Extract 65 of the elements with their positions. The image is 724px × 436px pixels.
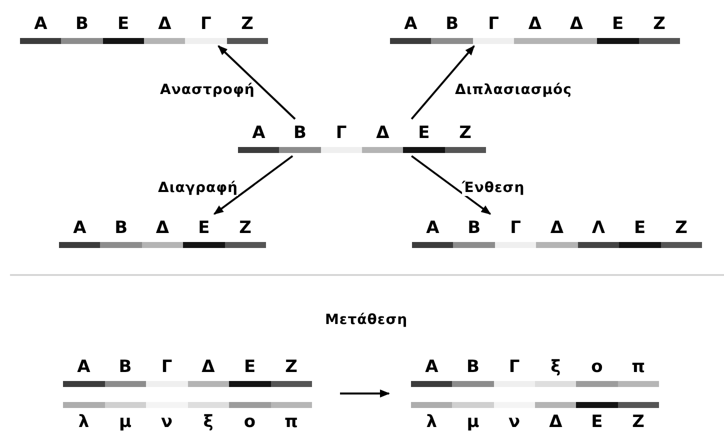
gene-letter: Ε — [417, 122, 431, 145]
gene-letter: Γ — [160, 356, 174, 379]
gene-letter: Δ — [568, 13, 584, 36]
gene-letter: ο — [590, 356, 604, 379]
gene-letter: Α — [76, 356, 92, 379]
gene-letter: Γ — [508, 356, 521, 379]
gene-letter: Γ — [200, 13, 212, 36]
gene-letter: Δ — [527, 13, 543, 36]
gene-letter: Α — [33, 13, 48, 36]
arrow — [340, 390, 390, 398]
gene-letter: Ζ — [652, 13, 666, 36]
gene-letter: Α — [72, 217, 88, 240]
arrow — [218, 45, 296, 120]
gene-letter: Δ — [157, 13, 172, 36]
gene-letter: Δ — [154, 217, 170, 240]
gene-letter: Α — [251, 122, 266, 145]
gene-letter: Β — [118, 356, 133, 379]
gene-letter: Ε — [590, 411, 604, 434]
gene-letter: Α — [403, 13, 418, 36]
edge-label: Διπλασιασμός — [455, 82, 572, 98]
gene-letter: Δ — [200, 356, 216, 379]
edge-label: Ένθεση — [462, 180, 525, 196]
gene-letter: Β — [466, 356, 480, 379]
arrow — [411, 155, 492, 215]
gene-letter: Γ — [487, 13, 500, 36]
gene-letter: Δ — [548, 411, 564, 434]
gene-letter: Γ — [334, 122, 348, 145]
gene-letter: Ζ — [238, 217, 252, 240]
gene-letter: ν — [160, 411, 174, 434]
gene-letter: Β — [466, 217, 482, 240]
gene-letter: Β — [114, 217, 129, 240]
gene-letter: λ — [77, 411, 90, 434]
gene-letter: Β — [444, 13, 460, 36]
gene-letter: Ε — [611, 13, 625, 36]
gene-letter: π — [630, 356, 646, 379]
gene-letter: ξ — [550, 356, 562, 379]
gene-letter: ν — [508, 411, 522, 434]
gene-letter: Α — [425, 217, 440, 240]
gene-letter: Ε — [633, 217, 647, 240]
gene-letter: Ζ — [674, 217, 688, 240]
gene-letter: μ — [466, 411, 480, 434]
gene-letter: Ζ — [458, 122, 472, 145]
gene-letter: Ζ — [631, 411, 646, 434]
gene-letter: Ζ — [240, 13, 254, 36]
gene-letter: Β — [74, 13, 90, 36]
gene-letter: Δ — [549, 217, 565, 240]
gene-letter: μ — [118, 411, 132, 434]
gene-letter: Α — [424, 356, 440, 379]
gene-letter: λ — [425, 411, 438, 434]
gene-letter: ο — [242, 411, 257, 434]
section-heading: Μετάθεση — [325, 312, 408, 328]
arrow — [213, 155, 294, 215]
gene-letter: Δ — [375, 122, 390, 145]
gene-letter: Ε — [197, 217, 211, 240]
edge-label: Αναστροφή — [160, 82, 255, 98]
gene-letter: Ζ — [284, 356, 298, 379]
gene-letter: Β — [292, 122, 308, 145]
arrow — [410, 45, 475, 120]
gene-letter: Ε — [116, 13, 130, 36]
gene-letter: Γ — [509, 217, 522, 240]
edge-label: Διαγραφή — [158, 180, 238, 196]
gene-letter: Λ — [590, 217, 606, 240]
gene-letter: ξ — [202, 411, 214, 434]
gene-letter: π — [284, 411, 299, 434]
gene-letter: Ε — [242, 356, 257, 379]
